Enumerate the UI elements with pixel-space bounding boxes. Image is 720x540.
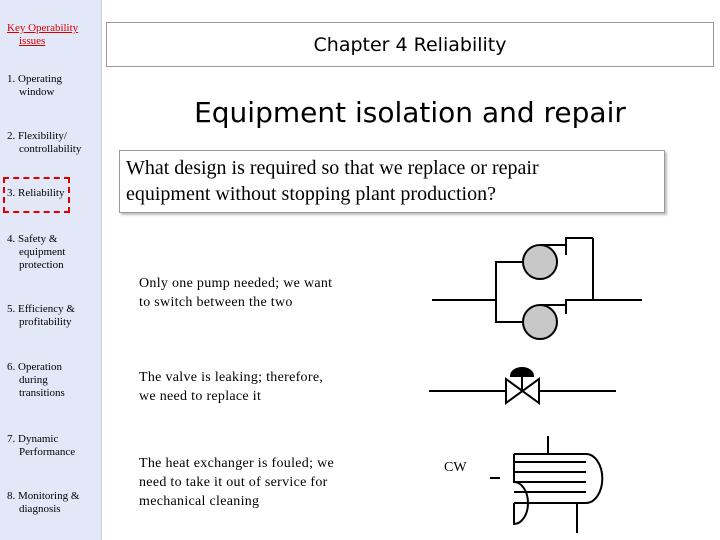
sidebar: Key Operability issues 1. Operating wind… [0,0,102,540]
sidebar-item-label: 6. Operation [7,361,62,373]
heat-exchanger-icon [490,436,604,533]
sidebar-item-label-cont: Performance [19,446,76,458]
sidebar-item-flexibility[interactable]: 2. Flexibility/ controllability [7,130,99,156]
case-line: we need to replace it [139,389,262,404]
pump-case-text: Only one pump needed; we want to switch … [139,274,389,312]
sidebar-item-label-cont: controllability [19,143,82,155]
sidebar-item-label-cont: profitability [19,316,72,328]
heat-exchanger-case-text: The heat exchanger is fouled; we need to… [139,454,389,511]
case-line: need to take it out of service for [139,475,328,490]
sidebar-item-label-cont: window [19,86,55,98]
sidebar-item-label: 1. Operating [7,73,62,85]
case-line: mechanical cleaning [139,494,260,509]
sidebar-item-label: 4. Safety & [7,233,58,245]
parallel-pumps-icon [432,237,642,340]
question-box: What design is required so that we repla… [119,150,665,213]
sidebar-item-dynamic-performance[interactable]: 7. Dynamic Performance [7,433,99,459]
chapter-title-box: Chapter 4 Reliability [106,22,714,67]
key-title-line1: Key Operability [7,22,79,34]
case-line: Only one pump needed; we want [139,276,333,291]
valve-icon [429,367,616,405]
sidebar-item-label-cont2: transitions [19,387,65,399]
key-operability-title: Key Operability issues [7,22,97,48]
question-line1: What design is required so that we repla… [126,157,539,179]
key-title-line2: issues [19,35,46,47]
sidebar-item-reliability[interactable]: 3. Reliability [7,187,99,200]
pump-icon [522,244,567,280]
sidebar-item-label: 8. Monitoring & [7,490,80,502]
sidebar-item-monitoring[interactable]: 8. Monitoring & diagnosis [7,490,99,516]
case-line: The heat exchanger is fouled; we [139,456,335,471]
sidebar-item-label-cont: during [19,374,48,386]
sidebar-item-label-cont: equipment [19,246,66,258]
chapter-title: Chapter 4 Reliability [313,33,507,56]
sidebar-item-safety[interactable]: 4. Safety & equipment protection [7,233,99,272]
sidebar-item-label-cont: diagnosis [19,503,61,515]
sidebar-item-label-cont2: protection [19,259,64,271]
sidebar-item-operation-transitions[interactable]: 6. Operation during transitions [7,361,99,400]
sidebar-item-efficiency[interactable]: 5. Efficiency & profitability [7,303,99,329]
sidebar-item-operating-window[interactable]: 1. Operating window [7,73,99,99]
case-line: to switch between the two [139,295,293,310]
sidebar-item-label: 3. Reliability [7,187,65,199]
pump-icon [522,304,567,340]
valve-case-text: The valve is leaking; therefore, we need… [139,368,389,406]
selected-item-highlight [3,177,70,213]
case-line: The valve is leaking; therefore, [139,370,324,385]
sidebar-item-label: 5. Efficiency & [7,303,75,315]
equipment-diagrams [429,237,642,533]
question-line2: equipment without stopping plant product… [126,183,496,205]
sidebar-item-label: 7. Dynamic [7,433,59,445]
cw-label: CW [444,460,467,475]
sidebar-item-label: 2. Flexibility/ [7,130,67,142]
page-title: Equipment isolation and repair [194,96,626,129]
